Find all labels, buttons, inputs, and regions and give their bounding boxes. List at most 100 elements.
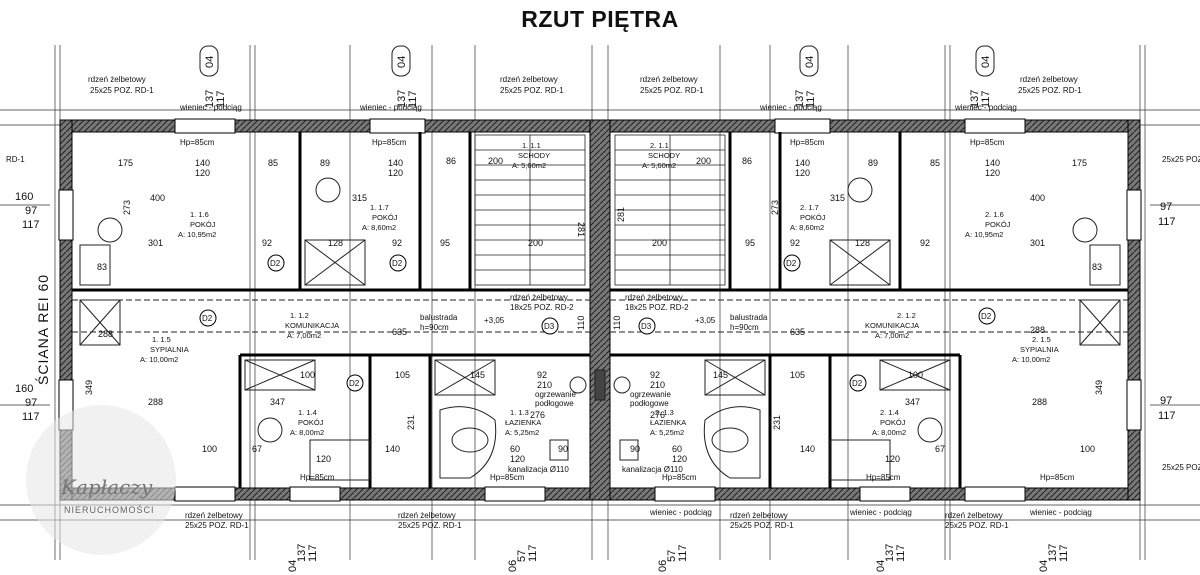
interior-walls [72,132,1128,488]
note-heating2: podłogowe [630,399,669,408]
dim: 100 [908,370,923,380]
logo-subtitle: NIERUCHOMOŚCI [64,505,155,515]
dim: 288 [148,397,163,407]
dim: 281 [616,207,626,222]
axis-label: 04 [396,56,408,68]
note-core: rdzeń żelbetowy [945,511,1003,520]
note-core-spec: 25x25 POZ. RD-1 [1018,86,1082,95]
room-num: 1. 1.3 [510,408,529,417]
dim: 92 [262,238,272,248]
room-area: A: 10,95m2 [178,230,216,239]
door-label: D2 [392,259,403,268]
dim: 635 [790,327,805,337]
dim: 83 [1092,262,1102,272]
dim: 400 [1030,193,1045,203]
note-core-spec: 25x25 POZ. RD-1 [1162,155,1200,164]
axis-label: 117 [22,411,40,423]
note-core: rdzeń żelbetowy [1020,75,1078,84]
note-heating2: podłogowe [535,399,574,408]
note-level: +3,05 [695,316,716,325]
dim: 231 [772,415,782,430]
room-num: 1. 1.1 [522,141,541,150]
note-core: rdzeń żelbetowy [640,75,698,84]
room-num: 1. 1.7 [370,203,389,212]
stair-flight-left [474,134,586,286]
note-balustrade-h: h=90cm [420,323,449,332]
axis-label: 117 [677,544,689,562]
dim: 120 [795,168,810,178]
axis-label: 137 [884,544,896,562]
axis-label: 137 [204,90,216,108]
dim: 288 [98,329,113,339]
room-name: SCHODY [518,151,550,160]
dim: 301 [148,238,163,248]
room-num: 2. 1.4 [880,408,899,417]
note-core: rdzeń żelbetowy [500,75,558,84]
dim: 276 [530,410,545,420]
note-core: rdzeń żelbetowy [398,511,456,520]
dim: 110 [612,316,622,330]
note-sill: Hp=85cm [970,138,1005,147]
note-ring-beam: wieniec - podciąg [359,103,422,112]
axis-label: 117 [307,544,319,562]
dim: 86 [446,156,456,166]
note-core-spec2: 18x25 POZ. RD-2 [625,303,689,312]
room-area: A: 8,00m2 [872,428,906,437]
axis-label: 137 [1047,544,1059,562]
room-area: A: 7,00m2 [287,331,321,340]
note-core-spec: 25x25 POZ. RD-1 [398,521,462,530]
room-area: A: 5,60m2 [642,161,676,170]
axis-label: 117 [527,544,539,562]
dim: 95 [440,238,450,248]
axis-label: 06 [507,560,519,572]
axis-markers-bottom: 137 117 04 57 117 06 57 117 06 137 117 0… [287,544,1070,572]
axis-label: 04 [204,56,216,68]
watermark-logo: Kapłaczy NIERUCHOMOŚCI [26,405,176,555]
note-core-spec: 25x25 POZ. RD-1 [730,521,794,530]
stair-flight-right [614,134,726,286]
door-label: D2 [349,379,360,388]
axis-label: 97 [25,205,37,217]
dim: 140 [385,444,400,454]
rooms-left: 1. 1.6 POKÓJ A: 10,95m2 1. 1.7 POKÓJ A: … [140,141,550,437]
room-num: 1. 1.6 [190,210,209,219]
room-area: A: 10,95m2 [965,230,1003,239]
axis-label: 117 [1058,544,1070,562]
room-name: KOMUNIKACJA [865,321,919,330]
balustrade-lines [72,299,1128,333]
room-name: POKÓJ [880,418,906,427]
dim: 85 [268,158,278,168]
dim: 273 [122,200,132,215]
logo-script: Kapłaczy [61,475,153,499]
door-markers [199,254,996,392]
note-sewer: kanalizacja Ø110 [508,465,569,474]
axis-label: 160 [15,383,33,395]
top-notes: rdzeń żelbetowy 25x25 POZ. RD-1 wieniec … [88,75,1082,147]
dim: 110 [576,316,586,330]
dim: 120 [672,454,687,464]
axis-label: 04 [1038,560,1050,572]
door-label: D2 [852,379,863,388]
door-label: D2 [786,259,797,268]
room-num: 2. 1.1 [650,141,669,150]
dim: 140 [795,158,810,168]
room-name: ŁAZIENKA [650,418,686,427]
note-ring-beam: wieniec - podciąg [1029,508,1092,517]
room-area: A: 5,60m2 [512,161,546,170]
room-num: 2. 1.2 [897,311,916,320]
room-area: A: 7,00m2 [875,331,909,340]
note-sill: Hp=85cm [662,473,697,482]
room-area: A: 8,00m2 [290,428,324,437]
axis-label: 04 [875,560,887,572]
axis-label: 04 [980,56,992,68]
fixtures [79,177,1121,481]
dim: 105 [395,370,410,380]
dim: 273 [770,200,780,215]
dim: 60 [672,444,682,454]
dim: 635 [392,327,407,337]
room-name: KOMUNIKACJA [285,321,339,330]
axis-label: 04 [287,560,299,572]
dim: 315 [352,193,367,203]
door-labels: D2 D2 D2 D2 D3 D3 D2 D2 D2 [202,259,992,388]
